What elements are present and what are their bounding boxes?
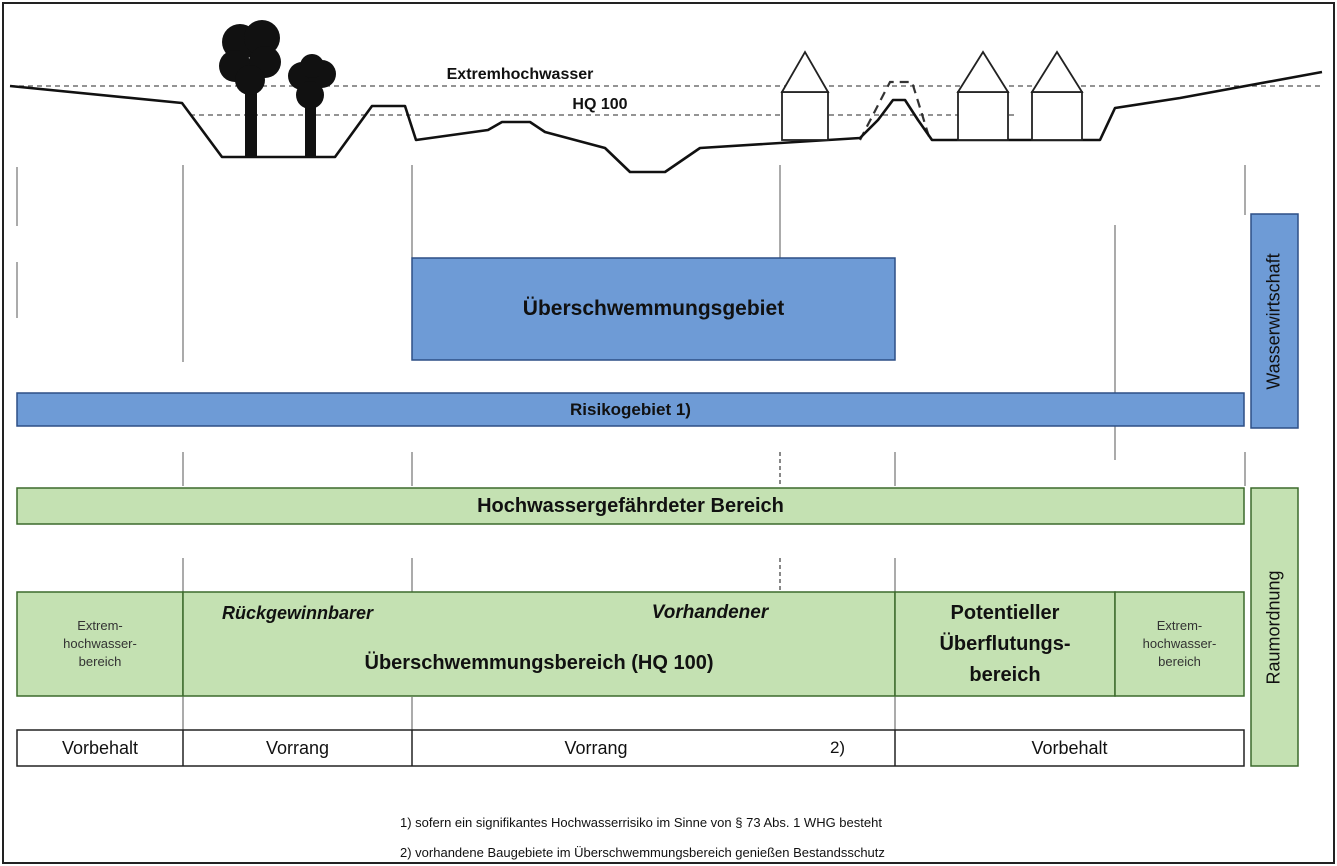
hq100-label: HQ 100 bbox=[572, 96, 628, 113]
extreme-right-line-1: Extrem- bbox=[1156, 618, 1203, 633]
extreme-left-box bbox=[16, 591, 184, 697]
house-icon bbox=[780, 50, 830, 141]
spatial-planning-side-box bbox=[1250, 487, 1299, 767]
flood-endangered-box bbox=[16, 487, 1245, 525]
flood-area-label: Überschwemmungsgebiet bbox=[522, 297, 785, 320]
potential-line-1: Potentieller bbox=[950, 601, 1060, 624]
guide-lines bbox=[16, 165, 1246, 730]
spatial-planning-side-label-wrap: Raumordnung bbox=[1251, 488, 1298, 766]
extreme-right-box bbox=[1114, 591, 1245, 697]
extreme-right-label: Extrem- hochwasser- bereich bbox=[1115, 592, 1244, 696]
dashed-dike bbox=[859, 80, 932, 141]
tree-icon bbox=[288, 54, 336, 157]
existing-label: Vorhandener bbox=[651, 602, 769, 623]
extreme-water-label: Extremhochwasser bbox=[446, 66, 594, 83]
extreme-left-line-3: bereich bbox=[78, 654, 122, 669]
footnote-2: 2) vorhandene Baugebiete im Überschwemmu… bbox=[400, 844, 885, 860]
priority-dividers bbox=[182, 730, 896, 766]
recoverable-label: Rückgewinnbarer bbox=[221, 602, 374, 623]
priority-cell-5: Vorbehalt bbox=[1031, 737, 1108, 758]
potential-box bbox=[894, 591, 1116, 697]
house-icon bbox=[956, 50, 1010, 141]
risk-area-box bbox=[16, 392, 1245, 427]
house-icon bbox=[1030, 50, 1084, 141]
potential-line-2: Überflutungs- bbox=[939, 632, 1071, 655]
tree-icon bbox=[219, 20, 281, 157]
terrain-profile bbox=[9, 70, 1323, 174]
priority-cell-3: Vorrang bbox=[564, 737, 628, 758]
footnote-1: 1) sofern ein signifikantes Hochwasserri… bbox=[400, 814, 882, 830]
flood-zone-label: Überschwemmungsbereich (HQ 100) bbox=[364, 651, 714, 674]
water-management-side-label: Wasserwirtschaft bbox=[1264, 252, 1285, 390]
potential-line-3: bereich bbox=[969, 663, 1041, 686]
priority-cell-2: Vorrang bbox=[265, 737, 330, 758]
extreme-right-line-2: hochwasser- bbox=[1142, 636, 1217, 651]
risk-area-label: Risikogebiet 1) bbox=[570, 399, 691, 419]
water-management-side-box bbox=[1250, 213, 1299, 429]
extreme-right-line-3: bereich bbox=[1158, 654, 1201, 669]
extreme-left-line-1: Extrem- bbox=[77, 618, 123, 633]
flood-endangered-label: Hochwassergefährdeter Bereich bbox=[477, 494, 784, 517]
extreme-left-label: Extrem- hochwasser- bereich bbox=[17, 592, 183, 696]
potential-label: Potentieller Überflutungs- bereich bbox=[895, 592, 1115, 696]
extreme-left-line-2: hochwasser- bbox=[63, 636, 137, 651]
flood-zone-box bbox=[182, 591, 896, 697]
priority-cell-1: Vorbehalt bbox=[61, 737, 139, 758]
water-management-side-label-wrap: Wasserwirtschaft bbox=[1251, 214, 1298, 428]
spatial-planning-side-label: Raumordnung bbox=[1264, 569, 1285, 685]
priority-cell-4: 2) bbox=[829, 738, 846, 757]
flood-area-box bbox=[411, 257, 896, 361]
priority-row-box bbox=[16, 729, 1245, 767]
